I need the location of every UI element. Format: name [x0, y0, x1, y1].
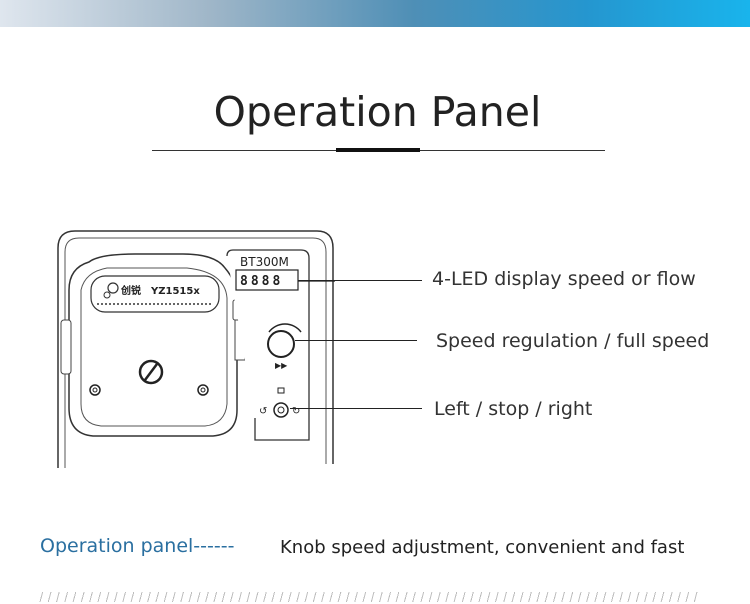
pump-head-model: YZ1515x	[150, 286, 200, 297]
footer-description: Knob speed adjustment, convenient and fa…	[280, 537, 685, 558]
speed-arc-icon	[268, 323, 302, 333]
screw-icon	[89, 384, 101, 396]
callout-line-direction	[290, 408, 422, 410]
top-gradient-bar	[0, 0, 750, 27]
pump-model-label: BT300M	[240, 255, 289, 269]
led-digits: 8888	[240, 274, 283, 289]
callout-display: 4-LED display speed or flow	[432, 268, 696, 290]
rotate-left-icon: ↺	[259, 406, 267, 417]
pump-head-brand: 创锐	[120, 284, 141, 297]
page-title: Operation Panel	[213, 88, 542, 136]
rotate-right-icon: ↻	[292, 406, 300, 417]
fast-forward-icon: ▶▶	[275, 361, 288, 370]
brand-logo-icon	[107, 282, 119, 294]
callout-direction: Left / stop / right	[434, 398, 593, 420]
stop-indicator-icon	[277, 387, 285, 394]
direction-switch[interactable]	[273, 402, 289, 418]
screw-icon	[197, 384, 209, 396]
footer-label: Operation panel------	[40, 535, 235, 557]
title-underline-accent	[336, 148, 420, 152]
dashed-divider	[38, 592, 698, 602]
callout-speed: Speed regulation / full speed	[436, 330, 710, 352]
pump-diagram: 创锐 YZ1515x BT300M 8888 ▶▶ ↺ ↻	[57, 230, 335, 468]
speed-knob[interactable]	[267, 330, 295, 358]
callout-line-display	[298, 280, 422, 282]
callout-line-speed	[295, 340, 417, 342]
